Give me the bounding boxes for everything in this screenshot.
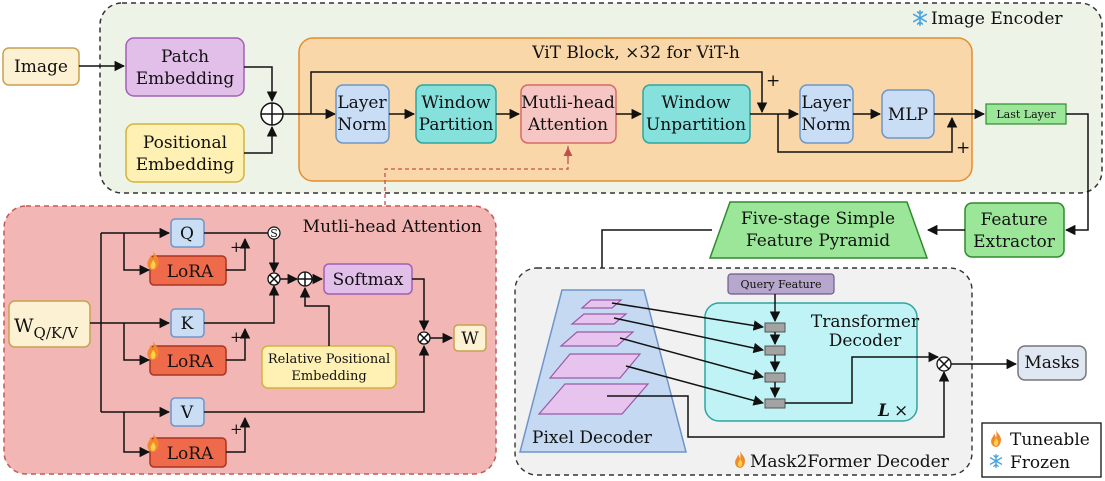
window-partition-label-line1: Window [421,93,491,113]
image-encoder: Image Encoder Image Patch Embedding Posi… [2,2,1103,194]
relative-position-label-line1: Relative Positional [268,352,390,367]
lora-v-label: LoRA [167,444,214,464]
layer-norm-1-label-line2: Norm [337,115,386,135]
lora-v-plus: + [230,420,243,438]
feature-plane-1 [580,299,623,309]
window-partition-label-line2: Partition [419,115,494,135]
image-input-label: Image [14,57,68,77]
transformer-decoder-label-line2: Decoder [829,331,902,351]
attention-detail-title: Mutli-head Attention [303,217,482,237]
feature-pyramid-label-line1: Five-stage Simple [741,209,895,229]
q-label: Q [180,224,194,244]
patch-embedding-label-line1: Patch [161,47,209,67]
decoder-layer-3 [764,372,786,383]
mlp-label: MLP [888,105,928,125]
masks-box [1017,345,1087,381]
weights-qkv-label: WQ/K/V [14,315,79,342]
lora-k-plus: + [230,328,243,346]
query-feature-box [727,273,835,295]
window-unpartition-label-line1: Window [661,93,731,113]
lora-q-label: LoRA [167,262,214,282]
feature-plane-4 [548,353,642,379]
scale-node-label: S [270,227,278,240]
image-encoder-title: Image Encoder [931,9,1063,29]
feature-pyramid-shape [708,201,929,259]
embedding-adder [260,102,284,126]
mask-multiply-node [936,356,952,372]
legend-frozen-label: Frozen [1010,453,1070,473]
legend: Tuneable Frozen [981,422,1102,478]
feature-plane-5 [537,383,650,415]
vit-block-title: ViT Block, ×32 for ViT-h [531,43,740,63]
attention-label-line1: Mutli-head [521,93,615,113]
masks-label: Masks [1024,353,1079,373]
legend-box [981,422,1102,478]
k-label: K [181,314,194,334]
qk-multiply-node [267,272,281,286]
repeat-symbol: L [877,401,890,421]
feature-extractor-label-line2: Extractor [973,232,1056,252]
weights-qkv-box [8,300,91,348]
legend-tuneable-label: Tuneable [1010,430,1090,450]
mask2former-decoder: Mask2Former Decoder Pixel Decoder Transf… [514,267,973,476]
decoder-layer-4 [764,398,786,409]
output-w-label: W [461,329,479,349]
patch-embedding-label-line2: Embedding [136,69,235,89]
output-w-box [453,324,487,352]
softmax-label: Softmax [333,270,404,290]
position-add-node [297,271,313,287]
transformer-decoder-label-line1: Transformer [811,312,920,332]
decoder-layer-2 [764,345,786,356]
residual-plus-bottom: + [956,138,970,158]
mask2former-title: Mask2Former Decoder [750,452,950,472]
positional-embedding-label-line2: Embedding [136,155,235,175]
value-multiply-node [417,331,431,345]
attention-label-line2: Attention [527,115,608,135]
residual-plus-top: + [766,71,780,91]
feature-plane-2 [570,313,628,325]
window-unpartition-label-line2: Unpartition [646,115,746,135]
attention-callout-line [384,146,569,206]
transformer-decoder-box [704,302,918,422]
query-feature-label: Query Feature [741,278,822,291]
lora-k-label: LoRA [167,352,214,372]
lora-q-plus: + [230,238,243,256]
layer-norm-2-label-line2: Norm [801,115,850,135]
decoder-layer-1 [764,322,786,333]
attention-detail: Mutli-head Attention WQ/K/V Q LoRA + S K… [3,205,497,475]
last-layer-label: Last Layer [996,108,1056,121]
feature-extractor-label-line1: Feature [980,210,1047,230]
pixel-feature-planes [537,299,650,415]
v-label: V [180,403,194,423]
layer-norm-1-label-line1: Layer [337,93,387,113]
feature-pyramid-label-line2: Feature Pyramid [746,231,890,251]
pixel-decoder-label: Pixel Decoder [532,428,653,448]
layer-norm-2-label-line1: Layer [801,93,851,113]
relative-position-label-line2: Embedding [291,369,366,384]
feature-plane-3 [559,331,635,347]
repeat-suffix: × [894,401,908,421]
positional-embedding-label-line1: Positional [143,133,227,153]
